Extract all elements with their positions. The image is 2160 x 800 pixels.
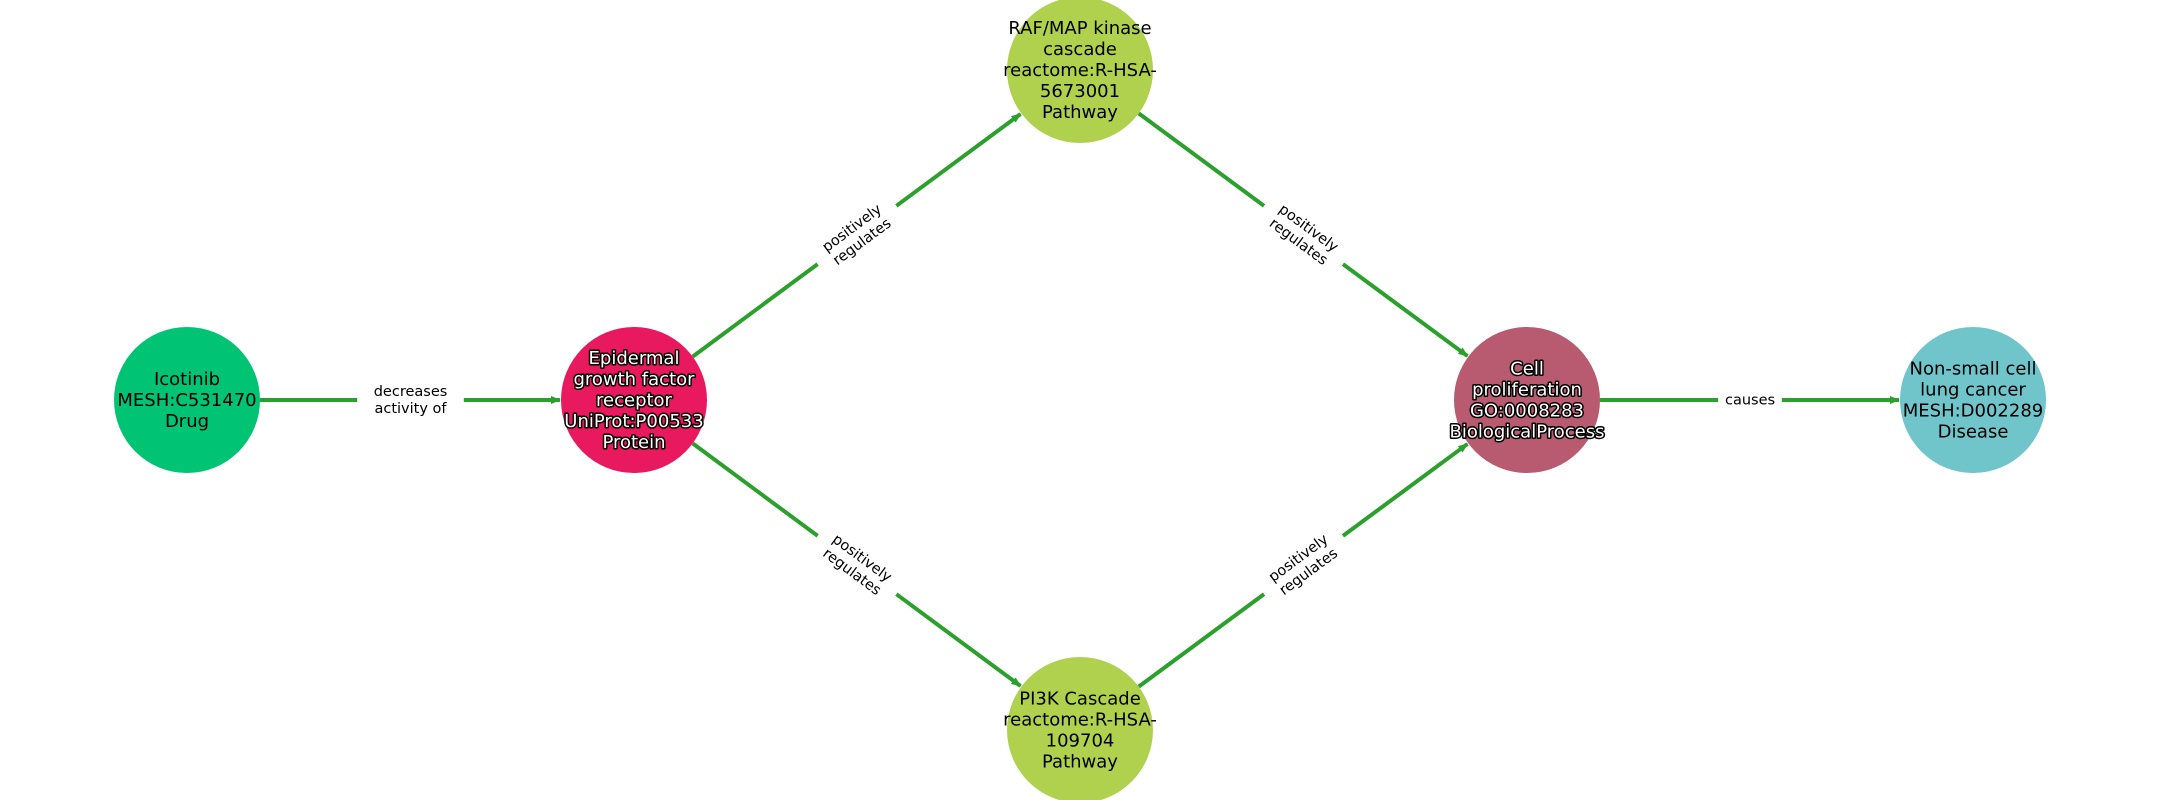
node-label-line: Non-small cell	[1909, 359, 2036, 380]
node-label-line: Disease	[1938, 422, 2009, 443]
node-label-line: GO:0008283	[1470, 401, 1584, 422]
node-label-line: Icotinib	[154, 369, 220, 390]
node-label-line: reactome:R-HSA-	[1003, 60, 1157, 81]
node-circle	[1900, 327, 2046, 473]
node-cell[interactable]: CellproliferationGO:0008283BiologicalPro…	[1448, 327, 1606, 473]
node-label-line: 109704	[1046, 731, 1115, 752]
node-label-line: MESH:C531470	[117, 390, 256, 411]
node-circle	[114, 327, 260, 473]
node-label-line: UniProt:P00533	[564, 411, 703, 432]
node-label-line: proliferation	[1472, 380, 1582, 401]
node-label-line: Pathway	[1042, 752, 1118, 773]
node-circle	[1007, 0, 1153, 143]
node-label-line: MESH:D002289	[1903, 401, 2044, 422]
node-label-line: growth factor	[573, 369, 695, 390]
node-label-line: Cell	[1510, 359, 1544, 380]
node-label-line: lung cancer	[1920, 380, 2026, 401]
edge-label-line: decreases	[374, 384, 448, 400]
node-label-line: Epidermal	[589, 348, 680, 369]
node-circle	[1007, 657, 1153, 800]
edge-label-line: causes	[1725, 393, 1775, 409]
edge-label: causes	[1718, 389, 1782, 411]
node-label-line: PI3K Cascade	[1019, 689, 1141, 710]
node-label-line: receptor	[596, 390, 673, 411]
node-label-line: Protein	[602, 432, 665, 453]
node-circle	[561, 327, 707, 473]
node-raf[interactable]: RAF/MAP kinasecascadereactome:R-HSA-5673…	[1003, 0, 1157, 143]
node-label-line: reactome:R-HSA-	[1003, 710, 1157, 731]
node-label-line: Drug	[165, 411, 209, 432]
node-label-line: RAF/MAP kinase	[1008, 18, 1151, 39]
node-label-line: BiologicalProcess	[1449, 422, 1604, 443]
node-label-line: Pathway	[1042, 102, 1118, 123]
node-label-line: cascade	[1043, 39, 1117, 60]
node-label-line: 5673001	[1040, 81, 1120, 102]
edge-label-line: activity of	[374, 401, 447, 417]
node-circle	[1454, 327, 1600, 473]
edge-cell-nsclc: causes	[1600, 389, 1900, 411]
